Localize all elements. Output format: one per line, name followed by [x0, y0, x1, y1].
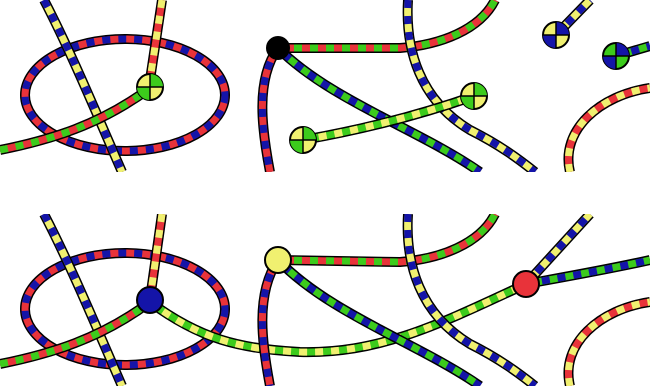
node-n5[interactable] — [543, 22, 569, 48]
node-n4[interactable] — [461, 83, 487, 109]
node-m1[interactable] — [137, 287, 163, 313]
node-n1[interactable] — [137, 74, 163, 100]
track-junction-right[interactable] — [278, 0, 495, 48]
panel-after — [0, 214, 650, 386]
track-arc-red-yellow[interactable] — [568, 88, 650, 172]
node-m3[interactable] — [513, 271, 539, 297]
node-n2[interactable] — [267, 37, 289, 59]
node-n6[interactable] — [603, 43, 629, 69]
node-m2[interactable] — [265, 247, 291, 273]
track-junction-left[interactable] — [262, 48, 278, 172]
track-vertical-red-yellow[interactable] — [150, 0, 162, 80]
node-n3[interactable] — [290, 127, 316, 153]
track-board-before — [0, 0, 650, 172]
track-junction-left[interactable] — [262, 260, 278, 386]
track-arc-red-yellow[interactable] — [568, 302, 650, 386]
track-junction-right[interactable] — [278, 214, 495, 262]
track-board-after — [0, 214, 650, 386]
panel-before — [0, 0, 650, 172]
